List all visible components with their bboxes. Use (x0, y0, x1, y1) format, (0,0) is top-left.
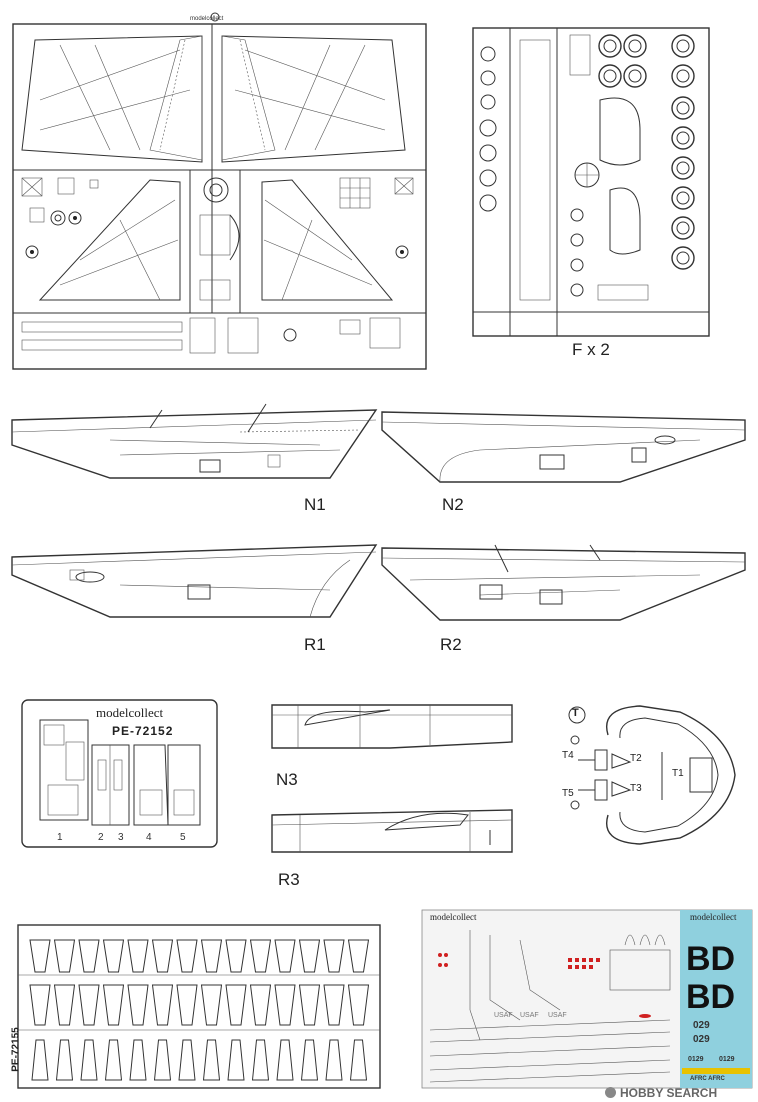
pe2-code: PE-72155 (10, 1027, 22, 1072)
photoetch-fin-piece (347, 984, 370, 1026)
photoetch-fins (29, 939, 370, 1081)
decal-serial-1: 029 (693, 1020, 710, 1031)
decal-tail-letters-1: BD (686, 940, 736, 978)
sprue-f-label: F x 2 (572, 340, 610, 359)
photoetch-fin-piece (55, 1039, 74, 1081)
part-label-t3: T3 (630, 783, 642, 794)
photoetch-fret-2 (17, 924, 381, 1089)
part-label-t5: T5 (562, 788, 574, 799)
photoetch-fin-piece (176, 984, 198, 1026)
photoetch-fin-piece (347, 939, 370, 973)
part-label-r3: R3 (278, 870, 300, 889)
photoetch-fin-piece (200, 939, 223, 973)
decal-usaf-3: USAF (548, 1012, 567, 1019)
photoetch-fin-piece (78, 939, 100, 973)
photoetch-fin-piece (225, 939, 247, 973)
photoetch-fin-piece (323, 939, 345, 973)
photoetch-fin-piece (298, 939, 321, 973)
photoetch-fin-piece (151, 939, 174, 973)
decal-usaf-2: USAF (520, 1012, 539, 1019)
photoetch-fin-piece (227, 1039, 245, 1081)
decal-serial-3: 0129 (688, 1056, 704, 1063)
photoetch-fin-piece (274, 939, 296, 973)
photoetch-fin-piece (151, 984, 174, 1026)
photoetch-fin-piece (127, 939, 149, 973)
wing-n1 (11, 403, 378, 479)
part-label-t2: T2 (630, 753, 642, 764)
wing-r2 (381, 544, 746, 621)
sprue-frame-f (472, 27, 710, 337)
decal-serial-2: 029 (693, 1034, 710, 1045)
pe-part-2: 2 (98, 832, 104, 843)
photoetch-fin-piece (249, 939, 272, 973)
wing-r1 (11, 544, 378, 618)
photoetch-fin-piece (249, 984, 272, 1026)
pe-brand: modelcollect (96, 705, 164, 720)
photoetch-fin-piece (53, 984, 76, 1026)
sprue-frame-1: modelcollect (12, 12, 427, 370)
photoetch-fin-piece (102, 939, 125, 973)
decal-afrc: AFRC AFRC (690, 1076, 725, 1082)
watermark: HOBBY SEARCH (620, 1086, 718, 1100)
part-n3 (271, 704, 513, 749)
wing-n2 (381, 411, 746, 483)
photoetch-fin-piece (104, 1039, 123, 1081)
photoetch-fin-piece (102, 984, 125, 1026)
part-label-n2: N2 (442, 495, 464, 514)
pe-part-5: 5 (180, 832, 186, 843)
photoetch-fin-piece (129, 1039, 147, 1081)
photoetch-fin-piece (153, 1039, 172, 1081)
part-label-t1: T1 (672, 768, 684, 779)
photoetch-fin-piece (53, 939, 76, 973)
decal-serial-4: 0129 (719, 1056, 735, 1063)
decal-brand-left: modelcollect (430, 912, 477, 922)
pe-part-4: 4 (146, 832, 152, 843)
part-label-t4: T4 (562, 750, 574, 761)
photoetch-fin-piece (274, 984, 296, 1026)
part-label-r2: R2 (440, 635, 462, 654)
part-label-n1: N1 (304, 495, 326, 514)
photoetch-fin-piece (349, 1039, 368, 1081)
part-label-r1: R1 (304, 635, 326, 654)
photoetch-fret-1 (21, 699, 218, 848)
part-r3 (271, 809, 513, 853)
part-label-t-circle: T (572, 707, 579, 719)
photoetch-fin-piece (80, 1039, 98, 1081)
photoetch-fin-piece (127, 984, 149, 1026)
photoetch-fin-piece (202, 1039, 221, 1081)
photoetch-fin-piece (78, 984, 100, 1026)
photoetch-fin-piece (176, 939, 198, 973)
part-t (568, 705, 736, 845)
photoetch-fin-piece (31, 1039, 49, 1081)
photoetch-fin-piece (29, 939, 51, 973)
photoetch-fin-piece (300, 1039, 319, 1081)
pe-part-1: 1 (57, 832, 63, 843)
photoetch-fin-piece (298, 984, 321, 1026)
photoetch-fin-piece (200, 984, 223, 1026)
photoetch-fin-piece (178, 1039, 196, 1081)
photoetch-fin-piece (323, 984, 345, 1026)
pe-part-3: 3 (118, 832, 124, 843)
photoetch-fin-piece (29, 984, 51, 1026)
watermark-icon (605, 1087, 616, 1098)
decal-brand-right: modelcollect (690, 912, 737, 922)
svg-text:modelcollect: modelcollect (190, 16, 224, 22)
photoetch-fin-piece (225, 984, 247, 1026)
photoetch-fin-piece (276, 1039, 294, 1081)
photoetch-fin-piece (325, 1039, 343, 1081)
photoetch-fin-piece (251, 1039, 270, 1081)
pe-code: PE-72152 (112, 724, 174, 738)
decal-tail-letters-2: BD (686, 978, 736, 1016)
part-label-n3: N3 (276, 770, 298, 789)
decal-sheet (421, 909, 753, 1089)
decal-usaf-1: USAF (494, 1012, 513, 1019)
